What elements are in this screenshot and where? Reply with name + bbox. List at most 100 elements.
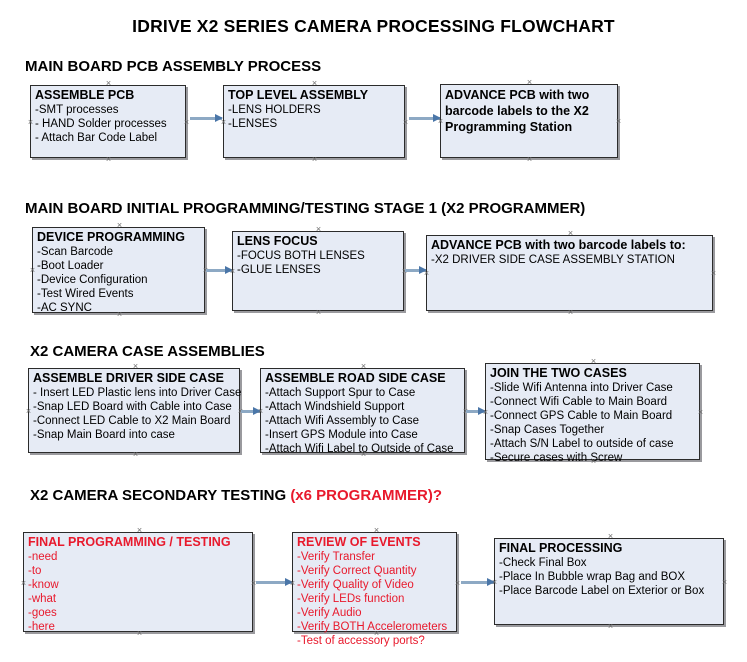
resize-handle-right[interactable] [710,270,717,277]
box-title: ASSEMBLE PCB [35,88,135,102]
box-line: -GLUE LENSES [237,264,321,276]
box-line: -Verify LEDs function [297,593,405,605]
resize-handle-bottom[interactable] [315,309,322,316]
box-line: - Insert LED Plastic lens into Driver Ca… [33,387,242,399]
box-final-programming-testing[interactable]: FINAL PROGRAMMING / TESTING -need -to -k… [20,532,253,633]
box-title: ADVANCE PCB with two barcode labels to t… [445,88,590,134]
arrow-shaft [206,269,232,272]
resize-handle-left[interactable] [29,267,36,274]
section-heading-3: X2 CAMERA CASE ASSEMBLIES [30,343,265,360]
box-line: -Place Barcode Label on Exterior or Box [499,585,705,597]
box-top-level-assembly[interactable]: TOP LEVEL ASSEMBLY -LENS HOLDERS -LENSES [223,85,405,158]
arrow-head [285,578,293,586]
resize-handle-bottom[interactable] [132,451,139,458]
arrow-head [478,407,486,415]
box-line: -Verify BOTH Accelerometers [297,621,448,633]
resize-handle-left[interactable] [27,119,34,126]
resize-handle-left[interactable] [20,580,27,587]
section-heading-2: MAIN BOARD INITIAL PROGRAMMING/TESTING S… [25,200,585,217]
resize-handle-top[interactable] [526,79,533,86]
resize-handle-bottom[interactable] [567,309,574,316]
box-join-the-two-cases[interactable]: JOIN THE TWO CASES -Slide Wifi Antenna i… [485,363,700,464]
box-title: DEVICE PROGRAMMING [37,230,185,244]
arrow-2-2 [405,266,427,275]
box-line: -X2 DRIVER SIDE CASE ASSEMBLY STATION [431,254,675,266]
box-line: -Connect LED Cable to X2 Main Board [33,415,231,427]
box-line: -Attach Windshield Support [265,401,405,413]
arrow-shaft [190,117,222,120]
resize-handle-right[interactable] [721,579,728,586]
box-line: -Attach S/N Label to outside of case [490,438,674,450]
box-line: -SMT processes [35,104,119,116]
box-line: -Scan Barcode [37,246,114,258]
arrow-head [215,114,223,122]
box-line: -to [28,565,42,577]
resize-handle-top[interactable] [136,527,143,534]
box-line: -Verify Transfer [297,551,375,563]
box-assemble-driver-side-case[interactable]: ASSEMBLE DRIVER SIDE CASE - Insert LED P… [25,368,242,453]
box-final-processing[interactable]: FINAL PROCESSING -Check Final Box -Place… [494,538,724,625]
resize-handle-right[interactable] [454,580,461,587]
box-line: -Connect Wifi Cable to Main Board [490,396,668,408]
arrow-shaft [461,581,494,584]
box-line: -AC SYNC [37,302,92,314]
arrow-4-1 [256,578,293,587]
box-line: -Attach Support Spur to Case [265,387,416,399]
resize-handle-top[interactable] [311,80,318,87]
box-line: -goes [28,607,57,619]
resize-handle-bottom[interactable] [526,156,533,163]
resize-handle-bottom[interactable] [105,156,112,163]
section-heading-4-text: X2 CAMERA SECONDARY TESTING [30,487,291,504]
arrow-2-1 [206,266,233,275]
resize-handle-right[interactable] [697,409,704,416]
box-title: FINAL PROGRAMMING / TESTING [28,535,231,549]
box-line: -Snap Main Board into case [33,429,175,441]
box-line: -Device Configuration [37,274,148,286]
box-line: -Snap Cases Together [490,424,605,436]
resize-handle-right[interactable] [183,119,190,126]
box-advance-pcb-programming-station[interactable]: ADVANCE PCB with two barcode labels to t… [440,84,618,158]
resize-handle-top[interactable] [607,533,614,540]
box-line: -Boot Loader [37,260,104,272]
resize-handle-right[interactable] [615,118,622,125]
box-line: -Slide Wifi Antenna into Driver Case [490,382,673,394]
box-advance-pcb-driver-side[interactable]: ADVANCE PCB with two barcode labels to: … [426,235,713,311]
box-review-of-events[interactable]: REVIEW OF EVENTS -Verify Transfer -Verif… [292,532,457,647]
box-line: -Verify Quality of Video [297,579,414,591]
box-title: JOIN THE TWO CASES [490,366,627,380]
box-title: ADVANCE PCB with two barcode labels to: [431,238,686,252]
box-line: -what [28,593,57,605]
box-device-programming[interactable]: DEVICE PROGRAMMING -Scan Barcode -Boot L… [29,227,205,314]
box-line: -Attach Wifi Assembly to Case [265,415,420,427]
box-lens-focus[interactable]: LENS FOCUS -FOCUS BOTH LENSES -GLUE LENS… [232,231,404,311]
resize-handle-left[interactable] [25,408,32,415]
box-line: -Insert GPS Module into Case [265,429,418,441]
resize-handle-right[interactable] [402,119,409,126]
box-line: -FOCUS BOTH LENSES [237,250,365,262]
resize-handle-top[interactable] [590,358,597,365]
page-title: IDRIVE X2 SERIES CAMERA PROCESSING FLOWC… [132,16,615,36]
resize-handle-bottom[interactable] [311,156,318,163]
arrow-shaft [466,410,485,413]
resize-handle-top[interactable] [105,80,112,87]
box-title: ASSEMBLE DRIVER SIDE CASE [33,371,225,385]
resize-handle-top[interactable] [116,222,123,229]
section-heading-4-accent: (x6 PROGRAMMER)? [290,487,442,504]
box-line: -know [28,579,59,591]
box-assemble-pcb[interactable]: ASSEMBLE PCB -SMT processes - HAND Solde… [30,85,186,158]
resize-handle-top[interactable] [373,527,380,534]
resize-handle-bottom[interactable] [607,623,614,630]
arrow-1-1 [190,114,223,123]
resize-handle-top[interactable] [315,226,322,233]
resize-handle-top[interactable] [132,363,139,370]
resize-handle-top[interactable] [567,230,574,237]
box-assemble-road-side-case[interactable]: ASSEMBLE ROAD SIDE CASE -Attach Support … [260,368,465,455]
box-line: -Secure cases with Screw [490,452,623,464]
resize-handle-top[interactable] [360,363,367,370]
arrow-1-2 [409,114,441,123]
section-heading-4: X2 CAMERA SECONDARY TESTING (x6 PROGRAMM… [30,487,442,504]
arrow-head [487,578,495,586]
section-heading-3-text: X2 CAMERA CASE ASSEMBLIES [30,343,265,360]
box-line: -Place In Bubble wrap Bag and BOX [499,571,686,583]
